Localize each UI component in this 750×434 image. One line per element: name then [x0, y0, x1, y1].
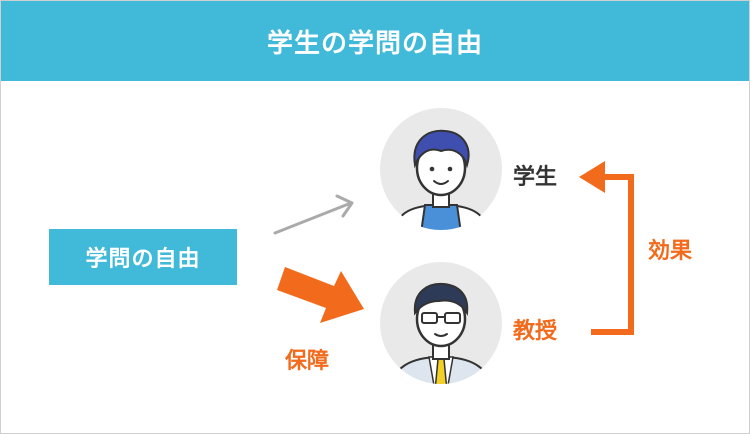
- professor-avatar-icon: [380, 262, 502, 384]
- guarantee-arrow-icon: [277, 267, 364, 323]
- effect-label: 効果: [648, 239, 693, 264]
- gray-arrow-icon: [273, 194, 354, 235]
- professor-label: 教授: [513, 319, 558, 344]
- student-avatar-icon: [380, 108, 502, 230]
- guarantee-label: 保障: [285, 349, 330, 374]
- student-label: 学生: [513, 165, 558, 190]
- page-title: 学生の学問の自由: [1, 1, 749, 81]
- effect-arrow-icon: [579, 161, 634, 335]
- academic-freedom-box: 学問の自由: [49, 229, 237, 285]
